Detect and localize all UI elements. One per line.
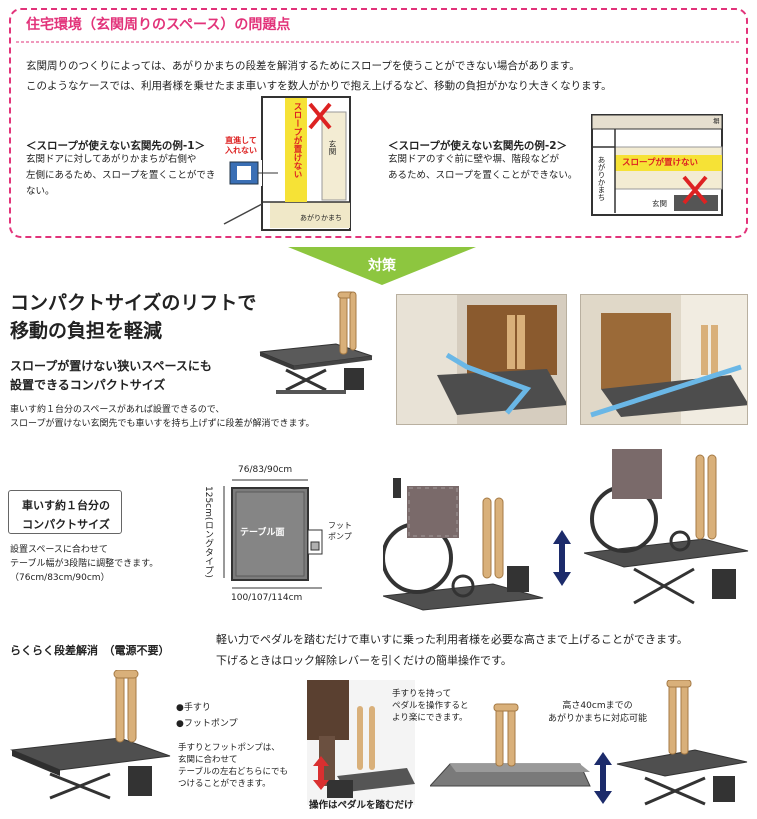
height-note: 高さ40cmまでの あがりかまちに対応可能 xyxy=(548,700,647,726)
problem-text-2: このようなケースでは、利用者様を乗せたまま車いすを数人がかりで抱え上げるなど、移… xyxy=(26,80,612,92)
raised-lift-image xyxy=(616,680,748,806)
headline-2: 移動の負担を軽減 xyxy=(10,320,163,342)
hold-note-line: より楽にできます。 xyxy=(392,713,468,723)
dim-width-label: 76/83/90cm xyxy=(238,465,293,475)
example-2-line: 玄関ドアのすぐ前に壁や塀、階段などが xyxy=(388,154,560,165)
genkan-label-1: 玄関 xyxy=(328,140,337,155)
height-note-line-1: 高さ40cmまでの xyxy=(562,701,633,711)
easy-step-desc-2: 下げるときはロック解除レバーを引くだけの簡単操作です。 xyxy=(216,654,512,667)
straight-label-2: 入れない xyxy=(225,146,257,155)
problem-text-1: 玄関周りのつくりによっては、あがりかまちの段差を解消するためにスロープを使うこと… xyxy=(26,60,580,72)
foot-pump-label: フット ポンプ xyxy=(328,520,352,542)
height-arrow-icon xyxy=(594,752,612,804)
adjust-text-2: テーブル幅が3段階に調整できます。 xyxy=(10,559,159,569)
easy-step-title: らくらく段差解消 （電源不要） xyxy=(10,644,170,657)
problem-divider xyxy=(16,41,741,43)
subheadline-2: 設置できるコンパクトサイズ xyxy=(10,378,166,392)
section1-desc-2: スロープが置けない玄関先でも車いすを持ち上げずに段差が解消できます。 xyxy=(10,419,315,429)
compact-box-line-2: コンパクトサイズ xyxy=(22,518,110,531)
section1-desc-1: 車いす約１台分のスペースがあれば設置できるので、 xyxy=(10,405,225,415)
compact-box-line-1: 車いす約１台分の xyxy=(22,499,110,512)
up-down-arrow-icon xyxy=(553,530,571,586)
easy-step-desc-1: 軽い力でペダルを踏むだけで車いすに乗った利用者様を必要な高さまで上げることができ… xyxy=(216,633,688,646)
entrance-photo-2 xyxy=(580,294,748,425)
example-2-line: あるため、スロープを置くことができない。 xyxy=(388,170,578,181)
dim-width-bottom-label: 100/107/114cm xyxy=(231,593,303,603)
height-note-line-2: あがりかまちに対応可能 xyxy=(548,714,648,724)
straight-label-1: 直進して xyxy=(225,136,257,145)
solution-arrow-banner xyxy=(288,247,476,285)
handrail-label: ●手すり xyxy=(176,703,211,713)
adjust-text-1: 設置スペースに合わせて xyxy=(10,545,108,555)
mount-note-line: テーブルの左右どちらにでも xyxy=(178,767,288,777)
wall-label: 塀 xyxy=(713,117,720,125)
hold-note-line: ペダルを操作すると xyxy=(392,701,469,711)
hold-note-line: 手すりを持って xyxy=(392,689,452,699)
problem-box xyxy=(9,8,748,238)
foot-pump-label-1: フット xyxy=(328,521,352,530)
table-surface-label: テーブル面 xyxy=(240,528,285,538)
example-1-line: ない。 xyxy=(26,186,55,197)
headline-1: コンパクトサイズのリフトで xyxy=(10,292,257,314)
dimension-diagram xyxy=(223,479,323,589)
example-1-title: ＜スロープが使えない玄関先の例-1＞ xyxy=(26,140,206,152)
genkan-label-2: 玄関 xyxy=(652,199,667,208)
example-1-diagram xyxy=(222,96,351,231)
dim-length-label: 125cm(ロングタイプ) xyxy=(203,486,213,578)
agarikamachi-label-1: あがりかまち xyxy=(300,214,342,222)
mount-note: 手すりとフットポンプは、 玄関に合わせて テーブルの左右どちらにでも つけること… xyxy=(178,742,288,790)
example-1-text: 玄関ドアに対してあがりかまちが右側や 左側にあるため、スロープを置くことができ … xyxy=(26,152,215,200)
slope-vertical-label: スロープが置けない xyxy=(292,102,302,179)
entrance-photo-1 xyxy=(396,294,567,425)
foot-pump-callout: ●フットポンプ xyxy=(176,719,238,729)
straight-label: 直進して 入れない xyxy=(225,136,257,156)
example-1-line: 左側にあるため、スロープを置くことができ xyxy=(26,170,216,181)
example-2-diagram xyxy=(591,114,723,216)
example-1-line: 玄関ドアに対してあがりかまちが右側や xyxy=(26,154,197,165)
wheelchair-lift-lowered-image xyxy=(383,478,544,611)
slope-label-2: スロープが置けない xyxy=(622,158,698,168)
adjust-text-3: （76cm/83cm/90cm） xyxy=(10,573,110,583)
subheadline-1: スロープが置けない狭いスペースにも xyxy=(10,359,212,373)
ramp-lift-image xyxy=(430,703,591,787)
example-2-text: 玄関ドアのすぐ前に壁や塀、階段などが あるため、スロープを置くことができない。 xyxy=(388,152,577,184)
foot-pump-label-2: ポンプ xyxy=(328,532,352,541)
wheelchair-lift-raised-image xyxy=(584,449,749,605)
problem-title: 住宅環境（玄関周りのスペース）の問題点 xyxy=(26,17,291,33)
example-2-title: ＜スロープが使えない玄関先の例-2＞ xyxy=(388,140,568,152)
mount-note-line: 玄関に合わせて xyxy=(178,755,238,765)
pedal-up-down-icon xyxy=(313,756,329,790)
pedal-caption: 操作はペダルを踏むだけ xyxy=(309,800,414,811)
agarikamachi-label-2: あがりかまち xyxy=(597,156,606,201)
mount-note-line: 手すりとフットポンプは、 xyxy=(178,743,280,753)
labeled-lift-image xyxy=(10,670,171,800)
solution-label: 対策 xyxy=(368,258,396,274)
hold-handrail-note: 手すりを持って ペダルを操作すると より楽にできます。 xyxy=(392,688,469,724)
mount-note-line: つけることができます。 xyxy=(178,779,271,789)
compact-size-box: 車いす約１台分の コンパクトサイズ xyxy=(8,490,122,534)
lift-product-image xyxy=(259,291,373,394)
